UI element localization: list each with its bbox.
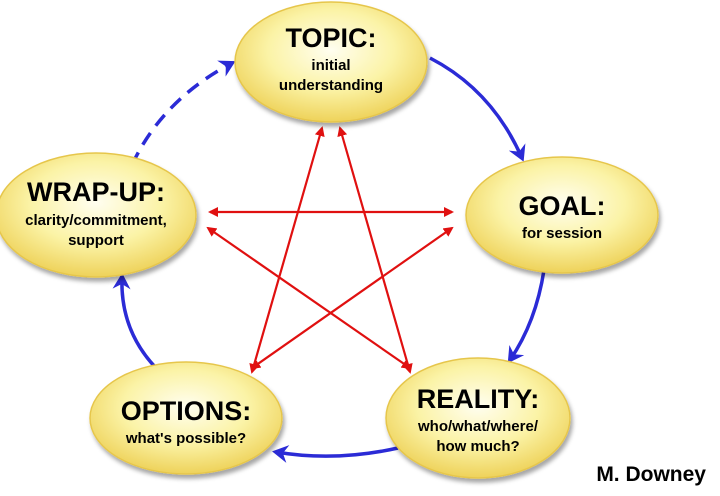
node-reality-line-2: how much?: [436, 438, 519, 455]
node-topic-title: TOPIC:: [285, 23, 376, 53]
node-options: [89, 361, 283, 475]
node-options-title: OPTIONS:: [121, 396, 252, 426]
node-reality: [385, 357, 571, 479]
cycle-arrows: [112, 56, 546, 463]
arrow-topic-options: [249, 126, 325, 374]
node-topic-line-1: initial: [311, 57, 350, 74]
arrow-goal-to-reality: [507, 269, 546, 364]
node-goal: [465, 156, 659, 274]
arrow-options-to-wrapup: [112, 273, 158, 370]
node-wrapup-line-1: clarity/commitment,: [25, 212, 167, 229]
node-reality-title: REALITY:: [417, 384, 540, 414]
node-wrapup-title: WRAP-UP:: [27, 177, 165, 207]
node-topic-line-2: understanding: [279, 77, 383, 94]
node-goal-title: GOAL:: [519, 191, 606, 221]
arrow-topic-reality: [337, 126, 413, 374]
arrow-wrapup-reality: [206, 226, 412, 370]
node-wrapup-line-2: support: [68, 232, 124, 249]
arrow-reality-to-options: [272, 445, 399, 463]
node-wrapup: [0, 152, 197, 278]
arrow-wrapup-to-topic-dashed: [130, 60, 236, 166]
author-label: M. Downey: [596, 463, 706, 486]
node-reality-line-1: who/what/where/: [417, 418, 539, 435]
arrow-topic-to-goal: [429, 56, 526, 162]
node-goal-line-1: for session: [522, 225, 602, 242]
node-topic: [234, 1, 428, 123]
arrow-goal-options: [250, 226, 454, 370]
node-options-line-1: what's possible?: [125, 430, 246, 447]
star-arrows: [206, 126, 454, 374]
